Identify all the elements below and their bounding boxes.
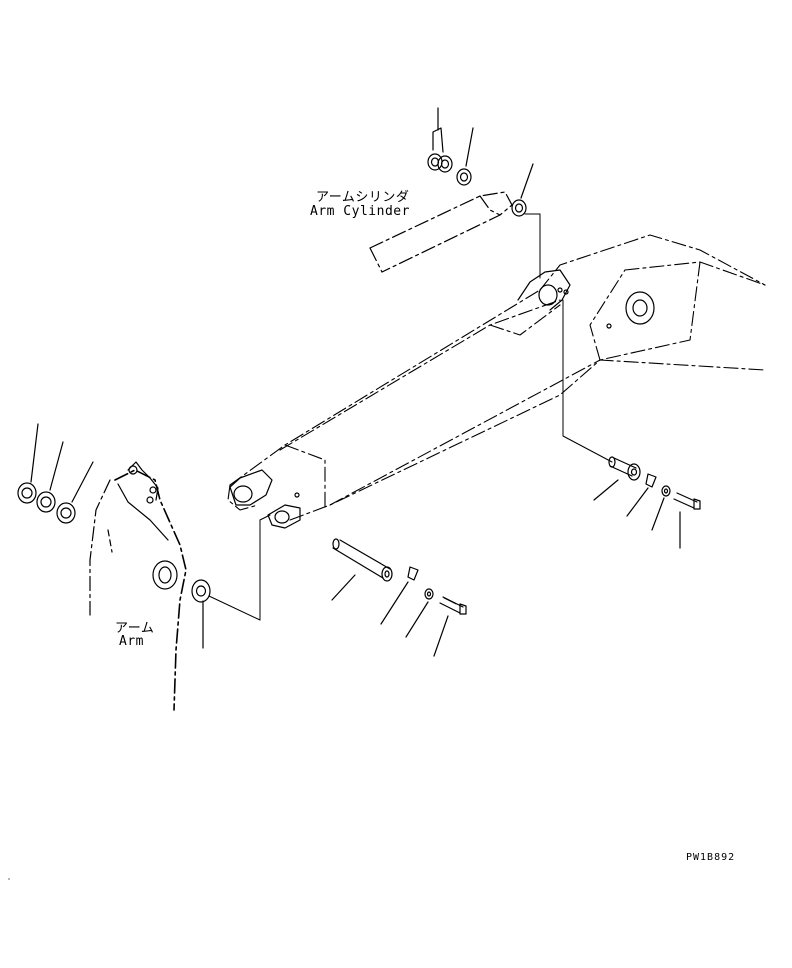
shim-group-left	[17, 482, 211, 603]
arm-pin-2	[608, 456, 641, 481]
lock-plate-1	[407, 566, 419, 581]
arm-bracket	[229, 469, 301, 529]
washer-1	[424, 588, 434, 600]
arm-label-en: Arm	[119, 634, 144, 649]
bolt-2	[673, 492, 701, 510]
washer-2	[661, 485, 671, 497]
arm-cylinder-label-ja: アームシリンダ	[316, 190, 410, 205]
shim-group-top	[427, 127, 527, 217]
leader-lines	[30, 107, 681, 657]
arm-pin-1	[332, 538, 393, 582]
cylinder-bracket	[517, 269, 655, 329]
boom-outline	[227, 234, 766, 521]
stray-mark	[8, 878, 10, 880]
lock-plate-2	[645, 473, 657, 488]
bolt-1	[439, 596, 467, 615]
arm-outline	[89, 461, 187, 711]
arm-cylinder-label-en: Arm Cylinder	[310, 204, 410, 219]
drawing-code: PW1B892	[686, 852, 736, 863]
arm-cylinder-outline	[369, 191, 513, 273]
assembly-lines	[208, 213, 613, 621]
arm-label-ja: アーム	[115, 621, 155, 636]
